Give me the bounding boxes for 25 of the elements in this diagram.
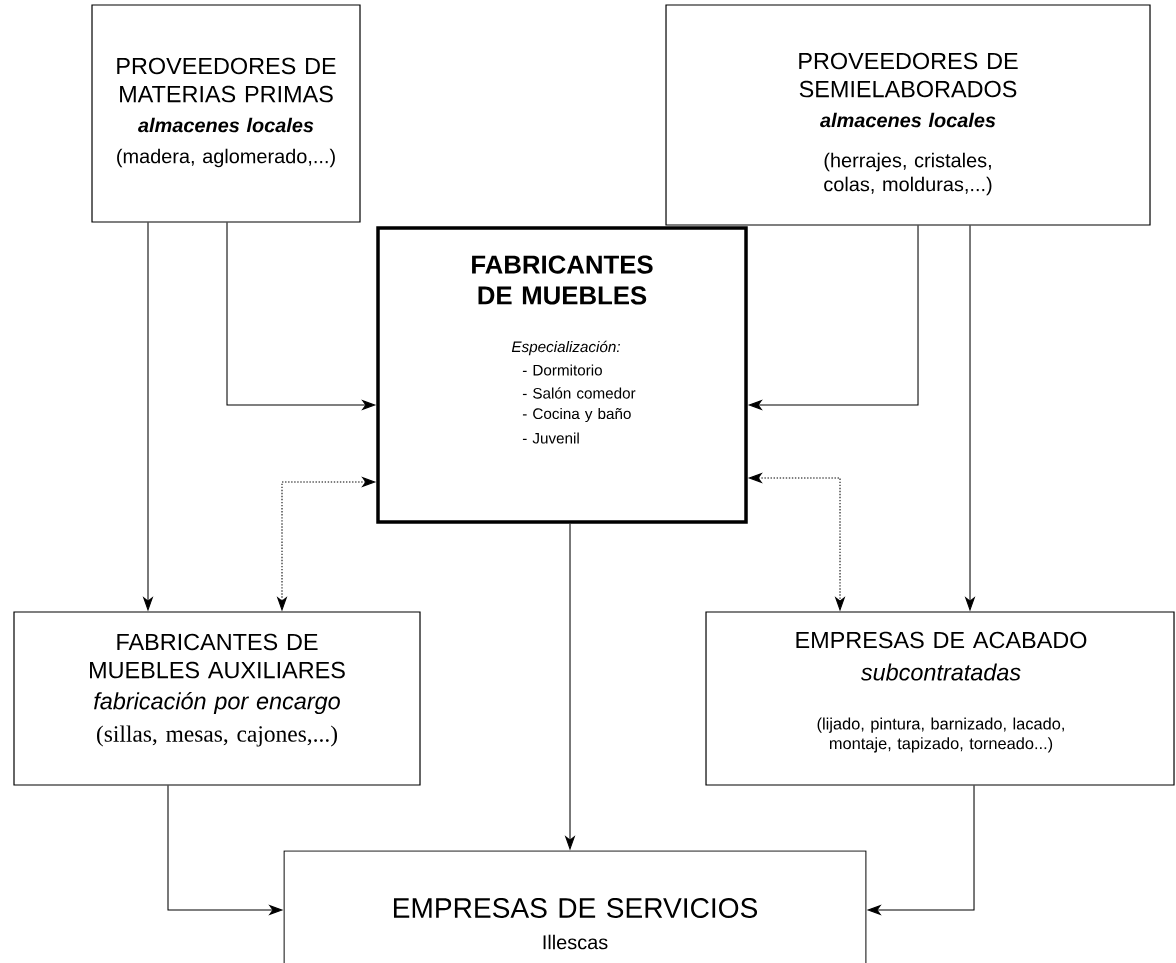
- process-box: [705, 611, 1175, 786]
- box-note: (herrajes, cristales, colas, molduras,...): [824, 152, 992, 196]
- box-note: (madera, aglomerado,...): [117, 148, 335, 168]
- list-item: - Salón comedor: [522, 387, 636, 399]
- box-subtitle: almacenes locales: [820, 112, 996, 128]
- process-box: [665, 4, 1151, 226]
- box-title: PROVEEDORES DE MATERIAS PRIMAS: [117, 57, 336, 103]
- list-item: - Juvenil: [522, 432, 579, 444]
- box-title: EMPRESAS DE ACABADO: [796, 631, 1087, 649]
- box-title: PROVEEDORES DE SEMIELABORADOS: [799, 52, 1018, 98]
- process-box: [91, 4, 361, 223]
- box-title: EMPRESAS DE SERVICIOS: [394, 898, 758, 918]
- box-note: (sillas, mesas, cajones,...): [97, 725, 337, 747]
- box-title: FABRICANTES DE MUEBLES: [472, 255, 653, 305]
- box-subtitle: subcontratadas: [860, 663, 1021, 681]
- box-note: (lijado, pintura, barnizado, lacado, montaje, tapizado, torneado...): [817, 717, 1064, 753]
- box-subtitle: fabricación por encargo: [94, 691, 340, 715]
- box-subtitle: Illescas: [543, 934, 608, 950]
- list-item: - Dormitorio: [522, 364, 602, 376]
- box-subtitle: Especialización:: [511, 340, 620, 356]
- box-subtitle: almacenes locales: [138, 117, 314, 133]
- process-box: [283, 850, 867, 963]
- list-item: - Cocina y baño: [522, 407, 631, 423]
- process-box: [13, 611, 421, 786]
- process-box: [376, 226, 748, 524]
